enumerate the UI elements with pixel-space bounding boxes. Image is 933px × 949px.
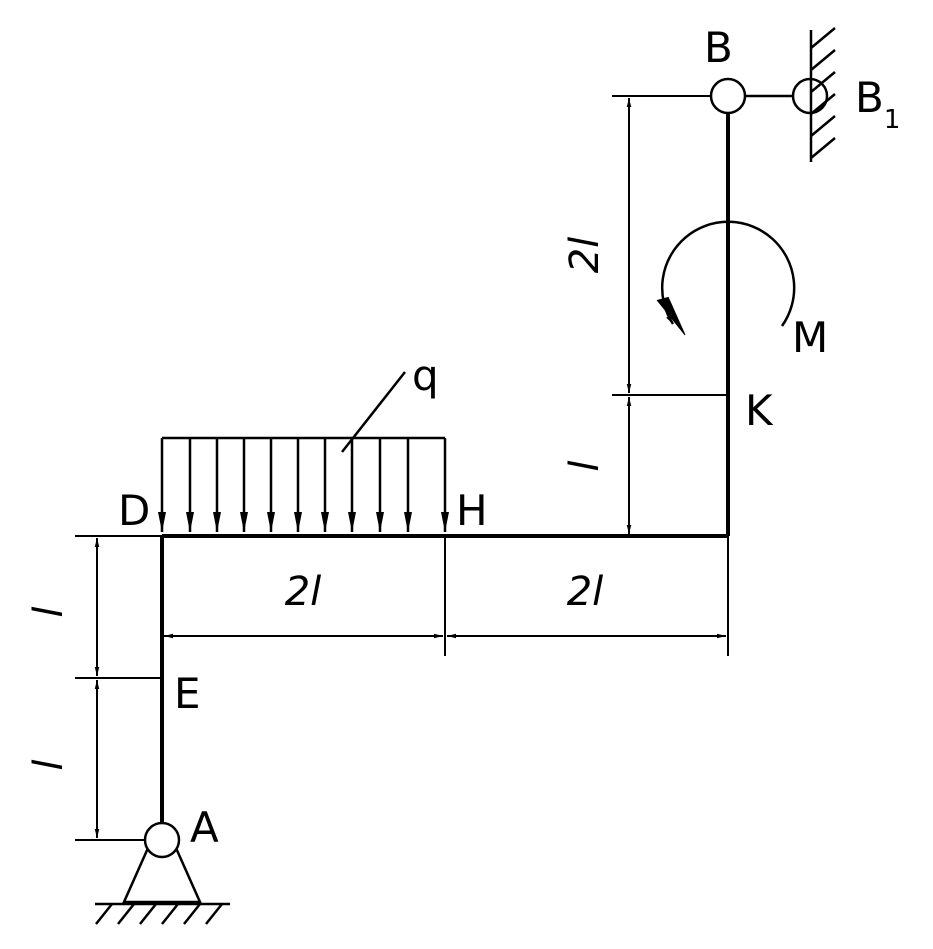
q-leader xyxy=(341,371,406,453)
distributed-load-q xyxy=(158,371,449,532)
dim-label-HK: 2l xyxy=(567,569,604,615)
label-A: A xyxy=(190,803,219,852)
dimension-lines xyxy=(75,95,729,841)
label-q: q xyxy=(412,351,439,400)
label-B1-sub: 1 xyxy=(884,105,901,135)
dim-label-AE: l xyxy=(26,759,72,770)
hinge-B xyxy=(709,77,747,115)
label-K: K xyxy=(745,386,774,435)
label-B: B xyxy=(704,23,733,72)
link-support-B xyxy=(709,27,836,162)
label-H: H xyxy=(456,486,488,535)
dim-label-K-beam: l xyxy=(562,460,608,471)
hinge-A xyxy=(143,821,181,859)
label-B1: B1 xyxy=(855,73,900,135)
pin-support-A xyxy=(95,821,230,925)
label-M: M xyxy=(792,313,828,362)
label-E: E xyxy=(174,669,201,718)
dim-label-BK: 2l xyxy=(562,237,608,274)
moment-M xyxy=(656,220,796,336)
label-B1-main: B xyxy=(855,73,884,122)
dim-label-ED: l xyxy=(26,606,72,617)
label-D: D xyxy=(118,486,150,535)
dim-label-DH: 2l xyxy=(285,569,322,615)
